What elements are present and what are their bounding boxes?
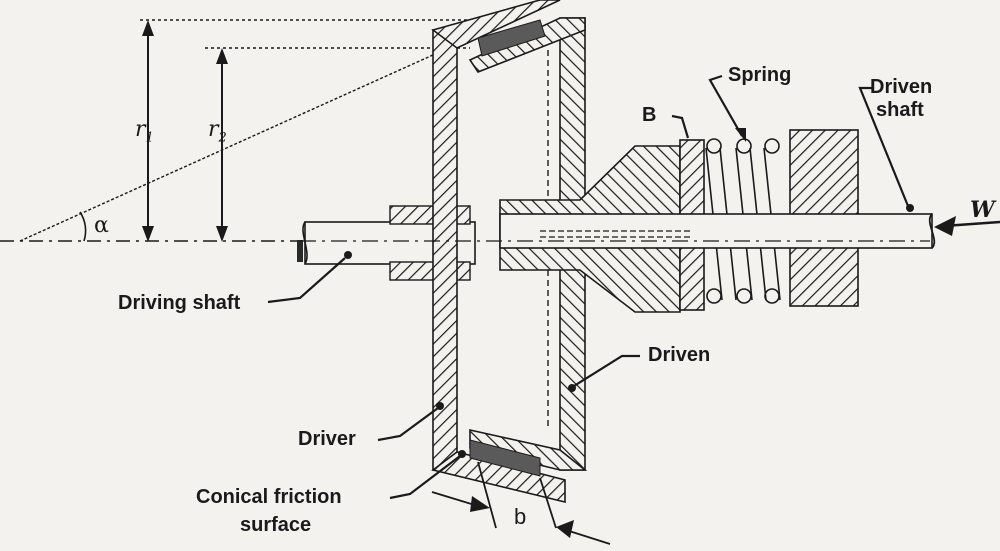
alpha-label: α bbox=[94, 213, 109, 238]
driven-shaft-label-line1: Driven bbox=[870, 76, 933, 98]
driver-cup bbox=[431, 0, 566, 504]
alpha-angle-arc bbox=[79, 211, 87, 242]
driver-leader bbox=[377, 407, 439, 442]
w-load-label: W bbox=[970, 197, 995, 223]
r1-label: r1 bbox=[135, 117, 154, 146]
driven-shaft-leader bbox=[858, 86, 910, 207]
friction-pad-top bbox=[477, 19, 546, 57]
driven-shaft bbox=[499, 213, 936, 249]
width-b-dimension bbox=[431, 461, 611, 545]
cone-construction-lines bbox=[0, 0, 556, 242]
driver-hub-top bbox=[389, 205, 471, 225]
r2-dimension-arrow bbox=[216, 48, 228, 242]
driven-leader bbox=[573, 354, 640, 387]
spring-label: Spring bbox=[728, 64, 792, 86]
load-w-arrow bbox=[934, 216, 1000, 236]
driving-shaft-label: Driving shaft bbox=[118, 292, 241, 314]
friction-surface-label-line1: Conical friction bbox=[196, 486, 342, 508]
driver-hub-bottom bbox=[389, 261, 471, 281]
r1-dimension-arrow bbox=[142, 20, 154, 242]
driven-label: Driven bbox=[648, 344, 711, 366]
width-b-label: b bbox=[514, 504, 527, 529]
b-collar-label: B bbox=[642, 104, 657, 126]
driven-shaft-label-line2: shaft bbox=[876, 99, 924, 121]
r2-label: r2 bbox=[208, 117, 227, 146]
b-leader bbox=[671, 114, 690, 139]
friction-pad-bottom bbox=[469, 439, 541, 477]
friction-leader bbox=[389, 455, 461, 500]
friction-surface-label-line2: surface bbox=[240, 514, 312, 536]
driving-shaft-leader bbox=[267, 257, 346, 304]
spring-leader bbox=[708, 74, 743, 137]
driver-label: Driver bbox=[298, 428, 356, 450]
leader-lines bbox=[267, 74, 914, 500]
